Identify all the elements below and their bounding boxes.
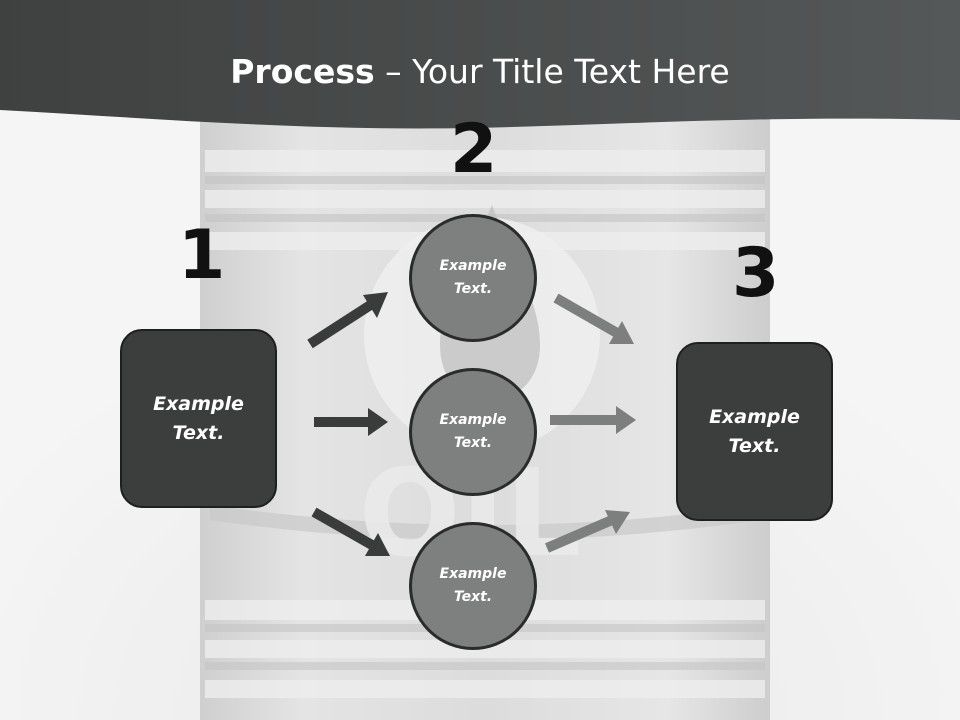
circle-1-line2: Text. (453, 281, 493, 297)
step-number-1: 1 (178, 216, 226, 295)
circle-3-line2: Text. (453, 589, 493, 605)
step-number-2: 2 (450, 110, 498, 189)
circle-3-line1: Example (439, 566, 507, 582)
circle-1-line1: Example (439, 258, 507, 274)
left-box-line1: Example (153, 392, 244, 415)
right-box-line1: Example (709, 405, 800, 428)
page-title: Process – Your Title Text Here (0, 52, 960, 91)
title-bold: Process (230, 52, 375, 91)
left-box-line2: Text. (172, 421, 225, 444)
arrow-to-circle-1 (307, 292, 388, 349)
right-box-line2: Text. (728, 434, 781, 457)
arrow-from-circle-2 (550, 406, 636, 434)
title-rest: – Your Title Text Here (374, 52, 730, 91)
arrows (307, 292, 636, 556)
step-number-3: 3 (732, 234, 780, 313)
circle-2-line1: Example (439, 412, 507, 428)
arrow-from-circle-3 (545, 510, 630, 553)
arrow-to-circle-2 (314, 408, 388, 436)
circle-2-line2: Text. (453, 435, 493, 451)
arrow-from-circle-1 (553, 293, 634, 344)
header-band (0, 0, 960, 129)
arrow-to-circle-3 (311, 507, 390, 556)
